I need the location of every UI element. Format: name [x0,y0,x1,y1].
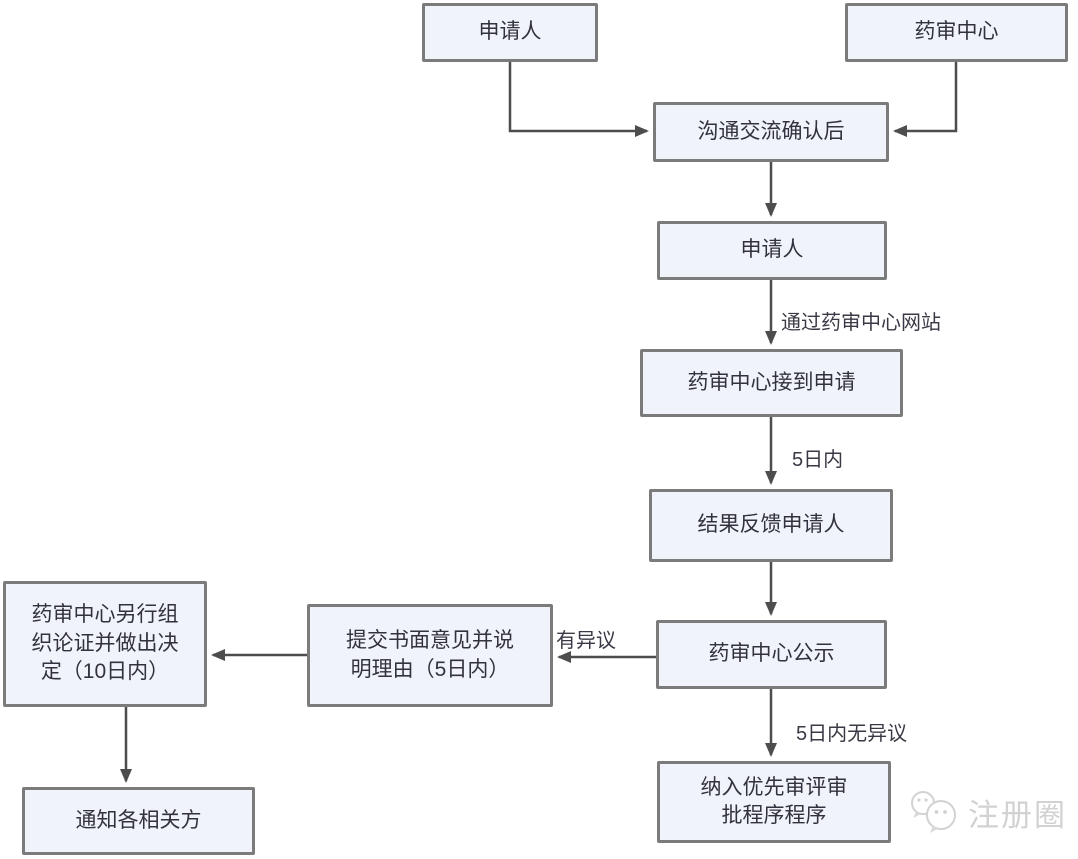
node-applicant-mid-label: 申请人 [740,238,804,262]
node-notify-parties-label: 通知各相关方 [75,808,202,832]
node-feedback-applicant-label: 结果反馈申请人 [697,513,845,537]
edge-label-via-cde-website: 通过药审中心网站 [781,312,941,334]
node-communicate-confirm-label: 沟通交流确认后 [697,119,845,143]
edge-cde-top-to-communicate [893,62,958,137]
node-reorganize-decision: 药审中心另行组 织论证并做出决 定（10日内） [3,581,207,707]
node-applicant-top: 申请人 [422,3,598,62]
watermark: 注册圈 [908,786,1067,838]
node-cde-receive-application: 药审中心接到申请 [640,349,903,417]
node-priority-review-program-label: 纳入优先审评审 批程序程序 [700,775,848,827]
edge-label-within-5-days: 5日内 [792,449,844,471]
node-applicant-top-label: 申请人 [478,20,542,44]
node-applicant-mid: 申请人 [657,221,887,280]
node-cde-publicity-label: 药审中心公示 [708,642,835,666]
node-cde-top-label: 药审中心 [914,20,999,44]
node-cde-top: 药审中心 [845,3,1068,62]
watermark-text: 注册圈 [968,797,1067,833]
node-communicate-confirm: 沟通交流确认后 [653,102,889,162]
node-feedback-applicant: 结果反馈申请人 [649,489,893,562]
edge-applicant-top-to-communicate [508,62,649,137]
chat-bubbles-icon [911,791,956,833]
edge-label-no-objection-within-5-days: 5日内无异议 [796,723,908,745]
node-priority-review-program: 纳入优先审评审 批程序程序 [657,761,891,843]
node-cde-receive-application-label: 药审中心接到申请 [687,370,856,394]
edge-label-objection: 有异议 [556,630,616,652]
node-notify-parties: 通知各相关方 [22,787,255,855]
node-cde-publicity: 药审中心公示 [656,620,887,689]
node-reorganize-decision-label: 药审中心另行组 织论证并做出决 定（10日内） [31,603,179,684]
node-written-opinion: 提交书面意见并说 明理由（5日内） [307,604,553,707]
node-written-opinion-label: 提交书面意见并说 明理由（5日内） [346,629,514,681]
